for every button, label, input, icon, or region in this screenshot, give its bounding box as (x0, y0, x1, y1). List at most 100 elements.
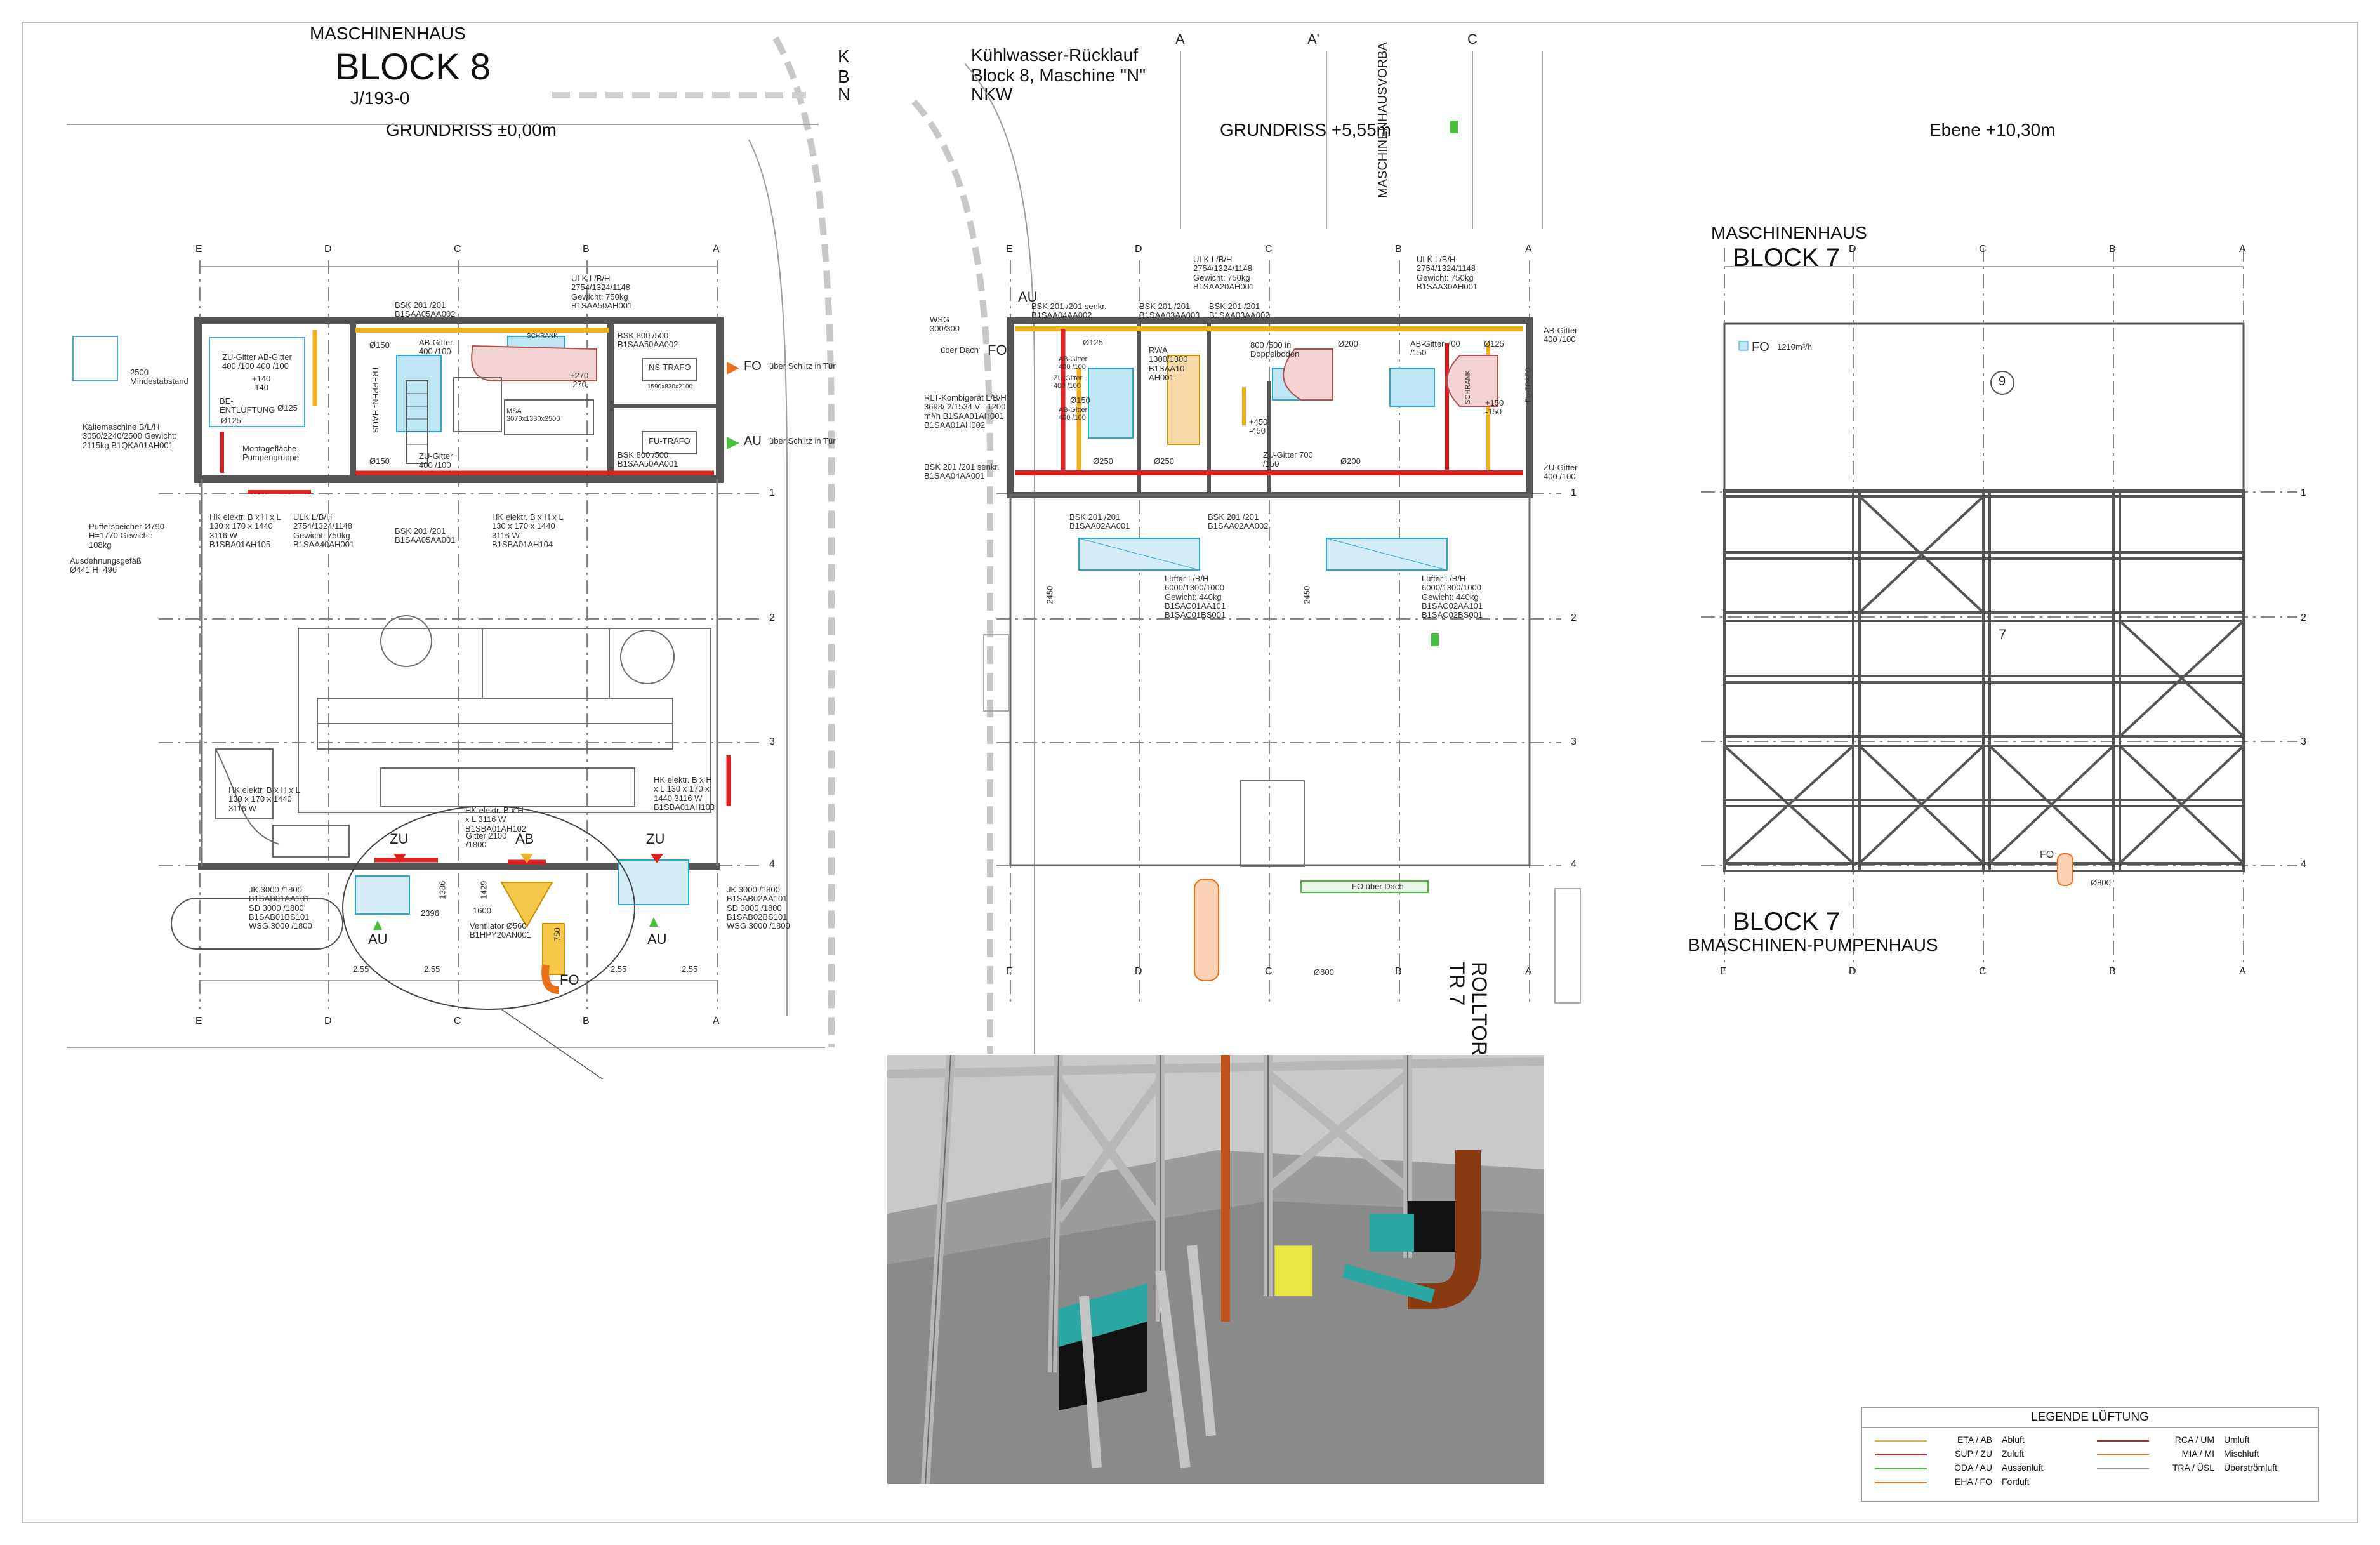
middle-label-fu-trafo: FU-TRAFO (1524, 367, 1532, 402)
left-label-au-bottom-2: AU (647, 931, 667, 947)
legend-name: Aussenluft (2002, 1462, 2044, 1473)
left-boundary-line (748, 139, 788, 1016)
left-au-arrow (727, 437, 739, 449)
right-axis-d-bottom: D (1849, 966, 1856, 977)
middle-green-marker-2 (1431, 633, 1439, 646)
left-label-bsk2: BSK 201 /201 B1SAA05AA001 (395, 526, 456, 545)
left-schrank-box (453, 377, 502, 432)
middle-axis-e: E (1006, 244, 1013, 255)
middle-label-bsk-c: BSK 201 /201 B1SAA03AA003 (1139, 302, 1200, 321)
right-axis-d: D (1849, 244, 1856, 255)
left-plan-title: BLOCK 8 (335, 46, 491, 88)
left-label-zu-gitter: ZU-Gitter 400 /100 (419, 451, 453, 470)
left-label-ofs-dim: +270 -270 (570, 371, 589, 390)
left-ns-trafo-box (642, 358, 697, 381)
right-bottom-title: BLOCK 7 (1733, 908, 1840, 936)
left-dim-255a: 2.55 (353, 964, 369, 974)
middle-label-d125: Ø125 (1083, 338, 1103, 347)
right-axis-4: 4 (2301, 859, 2306, 870)
middle-top-guides (1180, 51, 1543, 229)
middle-label-d200a: Ø200 (1338, 339, 1358, 348)
left-duct-bend (471, 345, 597, 381)
left-label-mindest: 2500 Mindestabstand (130, 368, 188, 387)
middle-label-bsk-e1: BSK 201 /201 B1SAA02AA001 (1069, 512, 1130, 531)
legend-line-swatch (2097, 1454, 2149, 1455)
middle-label-d250b: Ø250 (1154, 456, 1174, 466)
left-label-gitter: Gitter 2100 /1800 (466, 831, 507, 850)
middle-axis-d-bottom: D (1135, 966, 1142, 977)
middle-label-duct-800: 800 /500 in Doppelboden (1250, 340, 1300, 359)
middle-label-d250a: Ø250 (1093, 456, 1113, 466)
left-room-ventilation: BE- ENTLÜFTUNG (220, 396, 275, 415)
left-label-zu-ab-gitter: ZU-Gitter AB-Gitter 400 /100 400 /100 (222, 352, 292, 371)
left-fu-trafo-box (642, 431, 697, 454)
left-label-offsets: +140 -140 (252, 374, 271, 393)
middle-grundriss-title: GRUNDRISS +5,55m (1220, 120, 1391, 140)
left-room-fu-trafo: FU-TRAFO (649, 436, 691, 446)
right-circle-9 (1990, 371, 2014, 395)
left-label-d125b: Ø125 (221, 416, 241, 425)
middle-axis-b-bottom: B (1395, 966, 1402, 977)
left-axis-a-bottom: A (713, 1016, 720, 1026)
legend-code: TRA / ÜSL (2172, 1462, 2214, 1473)
middle-label-rwa: RWA 1300/1300 B1SAA10 AH001 (1149, 345, 1188, 382)
render-yellow-unit (1274, 1245, 1313, 1297)
left-label-ausdehnung: Ausdehnungsgefäß Ø441 H=496 (70, 556, 142, 575)
render-teal-duct (1059, 1283, 1147, 1347)
left-dim-255b: 2.55 (424, 964, 440, 974)
right-axis-a: A (2239, 244, 2246, 255)
legend-code: ODA / AU (1954, 1462, 1992, 1473)
middle-dim-2450b: 2450 (1302, 585, 1312, 604)
left-label-au-bottom-1: AU (368, 931, 388, 947)
left-label-zu: ZU (390, 831, 409, 847)
middle-axis-4: 4 (1571, 859, 1577, 870)
left-stairs-box (406, 380, 428, 464)
legend-line-swatch (2097, 1468, 2149, 1469)
left-detail-ellipse (342, 806, 635, 1010)
left-upper-building-wall (194, 317, 724, 483)
right-axis-b: B (2109, 244, 2116, 255)
left-road-dashed (772, 36, 835, 1047)
left-axis-a: A (713, 244, 720, 255)
right-level-title: Ebene +10,30m (1929, 120, 2056, 140)
left-dim-1600: 1600 (473, 906, 491, 915)
left-axis-d: D (324, 244, 332, 255)
legend-code: ETA / AB (1957, 1435, 1992, 1445)
legend-line-swatch (2097, 1440, 2149, 1442)
top-title-nkw: NKW (971, 84, 1013, 104)
middle-label-zu-gitter-r: ZU-Gitter 400 /100 (1544, 463, 1578, 482)
middle-green-marker (1450, 121, 1458, 133)
legend-row-left-2: ODA / AU Aussenluft (1875, 1462, 2084, 1475)
left-au2-arrow (649, 917, 658, 927)
left-label-hk2: HK elektr. B x H x L 130 x 170 x 1440 31… (492, 512, 564, 549)
right-axis-c: C (1979, 244, 1987, 255)
middle-label-d800: Ø800 (1314, 967, 1334, 977)
middle-top-axis-c: C (1467, 31, 1478, 47)
left-axis-c: C (454, 244, 461, 255)
left-label-trafo-dim: 1590x830x2100 (647, 383, 693, 390)
middle-label-rlt: RLT-Kombigerät L/B/H 3698/ 2/1534 V= 120… (924, 393, 1007, 430)
left-room-stairs: TREPPEN- HAUS (370, 366, 380, 433)
legend-line-swatch (1875, 1468, 1927, 1469)
left-louver-left (355, 875, 410, 915)
left-label-schrank: SCHRANK (527, 333, 558, 340)
left-label-ventilator: Ventilator Ø560 B1HPY20AN001 (470, 921, 531, 940)
right-plan-drawing (1701, 248, 2297, 971)
middle-boundary-line (964, 63, 1035, 1054)
legend-name: Zuluft (2002, 1449, 2025, 1459)
middle-label-ab-gitter-1: AB-Gitter 400 /100 (1059, 355, 1088, 371)
left-label-d150b: Ø150 (369, 456, 390, 466)
middle-label-d200b: Ø200 (1340, 456, 1361, 466)
left-axis-3: 3 (769, 736, 775, 747)
left-axis-e-bottom: E (195, 1016, 202, 1026)
middle-axis-3: 3 (1571, 736, 1577, 747)
right-bottom-subtitle: BMASCHINEN-PUMPENHAUS (1688, 935, 1938, 955)
middle-top-axis-a-prime: A' (1307, 31, 1319, 47)
middle-label-d150: Ø150 (1070, 395, 1090, 405)
left-dim-255c: 2.55 (611, 964, 627, 974)
left-ventilator-cone (500, 882, 553, 929)
render-fo-duct (1408, 1150, 1481, 1309)
middle-fo-over-roof (1300, 880, 1429, 893)
